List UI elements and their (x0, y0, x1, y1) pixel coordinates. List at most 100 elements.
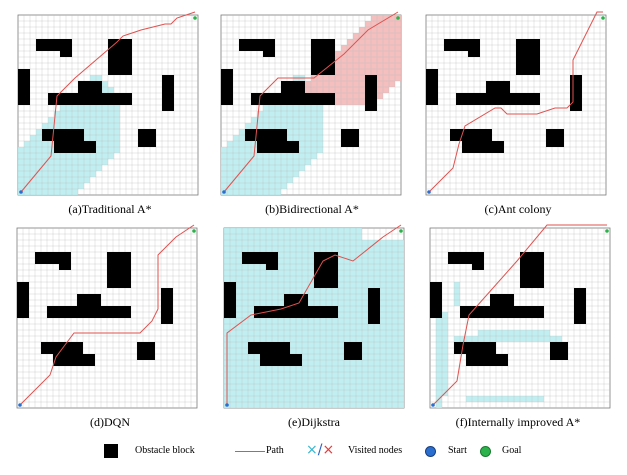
visited-node-forward (242, 360, 248, 366)
visited-node-forward (72, 177, 78, 183)
visited-node-forward (356, 240, 362, 246)
visited-node-forward (398, 330, 404, 336)
visited-node-backward (383, 15, 389, 21)
visited-node-forward (299, 165, 305, 171)
visited-node-forward (42, 171, 48, 177)
visited-node-forward (392, 252, 398, 258)
visited-node-forward (96, 75, 102, 81)
visited-node-forward (368, 342, 374, 348)
visited-node-backward (347, 51, 353, 57)
visited-node-forward (368, 324, 374, 330)
visited-node-forward (230, 252, 236, 258)
visited-node-forward (236, 330, 242, 336)
visited-node-forward (284, 402, 290, 408)
path-line (226, 224, 402, 405)
visited-node-forward (302, 372, 308, 378)
visited-node-forward (275, 171, 281, 177)
visited-node-forward (260, 402, 266, 408)
visited-node-forward (78, 153, 84, 159)
visited-node-forward (30, 165, 36, 171)
visited-node-forward (299, 141, 305, 147)
caption-e: (e)Dijkstra (288, 415, 340, 429)
visited-node-forward (281, 111, 287, 117)
visited-node-forward (114, 117, 120, 123)
visited-node-forward (42, 141, 48, 147)
visited-node-forward (308, 294, 314, 300)
visited-node-forward (242, 234, 248, 240)
visited-node-forward (398, 384, 404, 390)
visited-node-forward (392, 342, 398, 348)
visited-node-forward (266, 378, 272, 384)
visited-node-forward (36, 183, 42, 189)
visited-node-backward (365, 57, 371, 63)
visited-node-forward (314, 372, 320, 378)
visited-node-forward (284, 318, 290, 324)
visited-node-forward (392, 336, 398, 342)
visited-node-forward (257, 165, 263, 171)
visited-node-forward (230, 390, 236, 396)
visited-node-forward (314, 294, 320, 300)
visited-node-forward (380, 378, 386, 384)
visited-node-forward (308, 246, 314, 252)
visited-node-backward (317, 81, 323, 87)
visited-node-forward (392, 324, 398, 330)
visited-node-forward (326, 228, 332, 234)
obstacle-block (468, 51, 480, 57)
visited-node-forward (386, 330, 392, 336)
visited-node-forward (254, 384, 260, 390)
visited-node-forward (338, 372, 344, 378)
visited-node-forward (392, 360, 398, 366)
visited-node-forward (350, 306, 356, 312)
visited-node-forward (245, 159, 251, 165)
visited-node-forward (54, 159, 60, 165)
visited-node-backward (359, 45, 365, 51)
visited-node-forward (245, 183, 251, 189)
obstacle-block (260, 354, 302, 366)
panel-a (17, 11, 199, 196)
visited-node-forward (350, 318, 356, 324)
visited-node-forward (308, 288, 314, 294)
visited-node-forward (436, 318, 442, 324)
visited-node-forward (350, 264, 356, 270)
visited-node-forward (236, 390, 242, 396)
visited-node-forward (392, 276, 398, 282)
visited-node-forward (84, 117, 90, 123)
visited-node-forward (338, 378, 344, 384)
visited-node-backward (377, 39, 383, 45)
obstacle-legend-label: Obstacle block (135, 445, 195, 456)
visited-node-forward (263, 117, 269, 123)
visited-node-forward (78, 165, 84, 171)
visited-node-forward (308, 258, 314, 264)
visited-node-forward (460, 336, 466, 342)
visited-node-forward (344, 402, 350, 408)
visited-node-forward (454, 294, 460, 300)
visited-node-forward (227, 183, 233, 189)
visited-node-forward (278, 246, 284, 252)
visited-node-forward (251, 183, 257, 189)
visited-node-forward (296, 390, 302, 396)
visited-node-forward (290, 288, 296, 294)
visited-node-forward (254, 234, 260, 240)
visited-node-forward (236, 228, 242, 234)
visited-node-forward (314, 396, 320, 402)
visited-node-forward (236, 360, 242, 366)
visited-node-forward (344, 390, 350, 396)
visited-node-forward (344, 372, 350, 378)
visited-node-forward (221, 177, 227, 183)
visited-node-forward (236, 306, 242, 312)
visited-node-forward (502, 396, 508, 402)
visited-node-forward (18, 153, 24, 159)
visited-node-forward (380, 300, 386, 306)
visited-node-forward (299, 123, 305, 129)
visited-node-forward (263, 183, 269, 189)
visited-node-forward (263, 105, 269, 111)
visited-node-forward (257, 189, 263, 195)
visited-node-backward (395, 57, 401, 63)
visited-node-forward (290, 240, 296, 246)
visited-node-forward (308, 324, 314, 330)
visited-node-forward (114, 141, 120, 147)
visited-node-forward (314, 378, 320, 384)
visited-node-backward (329, 81, 335, 87)
visited-node-forward (392, 390, 398, 396)
visited-node-forward (266, 270, 272, 276)
